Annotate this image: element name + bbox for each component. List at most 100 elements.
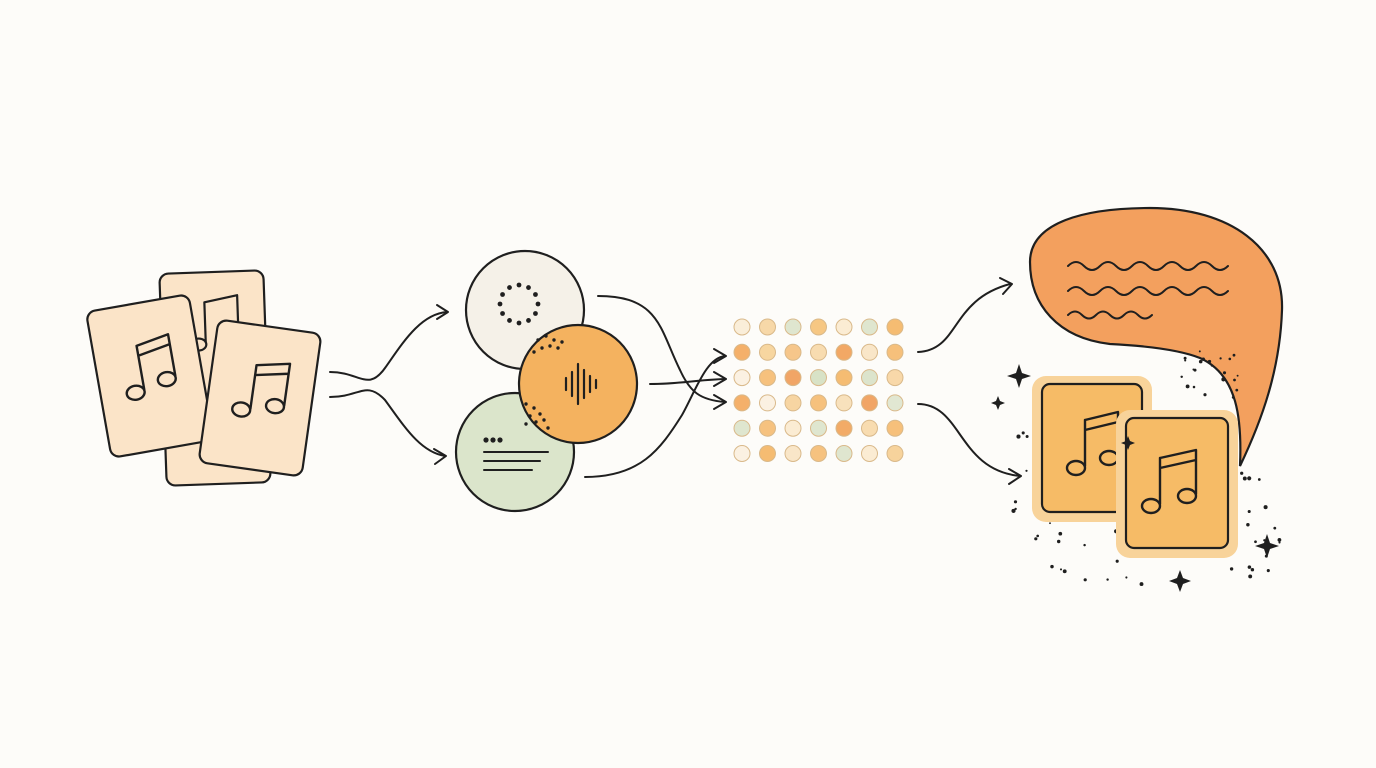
grid-dot (886, 318, 904, 336)
stipple-dot (524, 402, 528, 406)
sparkle-dot (1254, 540, 1257, 544)
sparkle-dot (1210, 364, 1213, 367)
grid-dot (784, 445, 802, 462)
sparkle-icon (1007, 364, 1031, 388)
card-shape (86, 294, 214, 458)
grid-dot (886, 343, 904, 361)
grid-dot (733, 419, 751, 437)
sparkle-dot (1184, 359, 1187, 362)
ring-dot (500, 292, 505, 297)
grid-dot (835, 369, 853, 387)
sparkle-icon (1121, 436, 1135, 450)
sparkle-dot (1183, 356, 1187, 360)
grid-dot (784, 369, 802, 387)
arrow-heads (999, 277, 1022, 485)
arrow-heads (433, 304, 449, 465)
sparkle-dot (1025, 434, 1029, 439)
sparkle-dot (1125, 576, 1128, 579)
sparkle-dot (1192, 385, 1196, 389)
sparkle-dot (1278, 541, 1281, 544)
sparkle-icon (1169, 570, 1191, 592)
grid-dot (759, 369, 776, 387)
sparkle-dot (1192, 368, 1195, 371)
ring-dot (507, 318, 512, 323)
ring-dot (497, 301, 503, 307)
sparkle-dot (1062, 569, 1067, 574)
grid-dot (759, 394, 776, 412)
output-arrows (917, 283, 1021, 477)
grid-dot (861, 394, 878, 412)
sparkle-dot (1115, 559, 1119, 563)
merge-arrows (584, 295, 726, 478)
sparkle-icon (1255, 534, 1279, 558)
sparkle-dot (1185, 384, 1190, 389)
sparkle-dot (1025, 469, 1028, 472)
sparkle-dot (1083, 578, 1087, 582)
sparkle-dot (1222, 371, 1227, 375)
sparkle-dot (1203, 393, 1207, 397)
waveform-icon (564, 362, 598, 406)
stipple-dot (548, 344, 552, 348)
grid-dot (835, 318, 853, 336)
sparkle-dot (1233, 378, 1236, 382)
music-card-output-front (1124, 416, 1230, 550)
grid-dot (861, 445, 878, 462)
sparkle-dot (1257, 478, 1261, 481)
stipple-dot (552, 338, 556, 342)
grid-dot (733, 445, 751, 462)
stipple-dot (546, 426, 550, 430)
grid-dot (784, 343, 802, 361)
ring-dot (526, 318, 531, 323)
input-music-cards (86, 269, 322, 487)
stipple-dot (542, 418, 546, 422)
sparkle-dot (1232, 353, 1236, 357)
sparkle-dot (1014, 507, 1017, 511)
stipple-dot (532, 350, 536, 354)
music-card-front (198, 319, 322, 477)
grid-dot (861, 369, 878, 387)
sparkle-dot (1221, 377, 1226, 382)
sparkle-dot (1246, 522, 1250, 527)
sparkle-dot (1207, 359, 1212, 364)
grid-dot (784, 318, 802, 336)
overlap-stipple (524, 334, 564, 430)
ring-dot (535, 301, 541, 307)
grid-dot (759, 419, 776, 437)
grid-dot (759, 318, 776, 336)
sparkle-dot (1228, 357, 1232, 361)
stipple-dot (556, 346, 560, 350)
stipple-dot (560, 340, 564, 344)
dotted-ring (497, 282, 541, 326)
sparkle-dot (1229, 567, 1234, 571)
sparkle-dot (1034, 537, 1038, 541)
music-note-icon (125, 333, 177, 402)
stipple-dot (544, 334, 548, 338)
feature-circles (454, 249, 639, 513)
sparkle-dot (1248, 574, 1253, 579)
grid-dot (759, 343, 776, 361)
sparkle-dot (1106, 578, 1109, 581)
music-note-icon (1140, 448, 1198, 515)
stipple-dot (532, 406, 536, 410)
grid-dot (784, 394, 802, 412)
sparkle-dot (1198, 359, 1203, 364)
sparkle-dot (1273, 526, 1277, 530)
grid-dot (886, 394, 904, 412)
sparkle-dot (1021, 431, 1025, 435)
grid-dot (835, 343, 853, 361)
text-description-bubble (1028, 206, 1284, 467)
sparkle-dot (1219, 357, 1222, 360)
stipple-dot (540, 346, 544, 350)
arrow-heads (713, 348, 727, 410)
stipple-dot (538, 412, 542, 416)
sparkle-dot (1247, 509, 1251, 514)
sparkle-dot (1083, 543, 1086, 547)
stipple-dot (524, 422, 528, 426)
card-shape (198, 319, 322, 477)
sparkle-dot (1236, 374, 1239, 377)
grid-dot (810, 445, 827, 462)
ring-dot (516, 282, 522, 288)
grid-dot (810, 419, 827, 437)
stipple-dot (534, 420, 538, 424)
